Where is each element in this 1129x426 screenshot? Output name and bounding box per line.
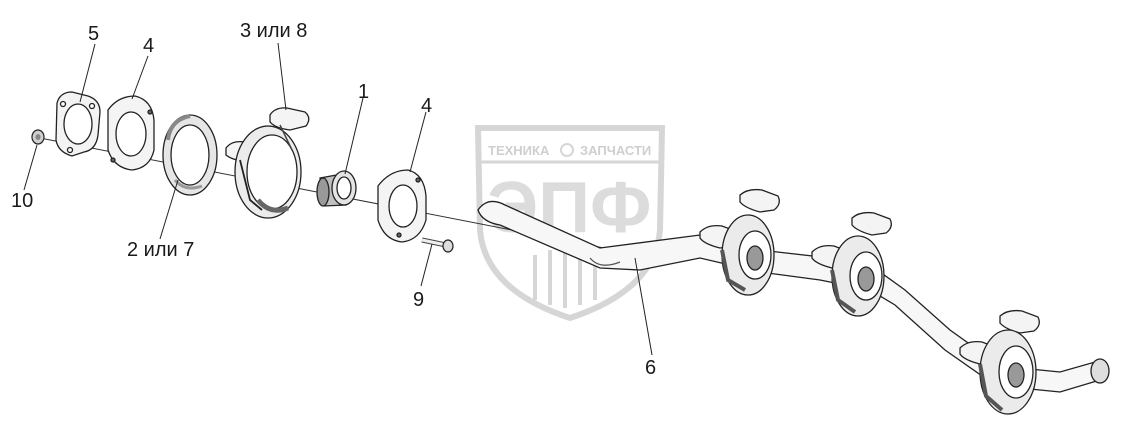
callout-5: 5: [88, 23, 100, 45]
callout-2-or-7: 2 или 7: [127, 239, 195, 261]
part-3-or-8-bracket: [225, 107, 310, 219]
leader-4b: [409, 111, 427, 173]
callout-3-or-8: 3 или 8: [240, 20, 308, 42]
leader-6: [634, 257, 653, 356]
leader-lines: [23, 42, 653, 356]
part-2-or-7-ring: [162, 114, 218, 196]
callout-6: 6: [645, 357, 657, 379]
leader-38: [277, 42, 287, 111]
part-10-nut: [31, 129, 45, 145]
callout-1: 1: [358, 81, 370, 103]
watermark-top-right-text: ЗАПЧАСТИ: [580, 143, 651, 158]
leader-10: [23, 144, 38, 191]
watermark-top-left-text: ТЕХНИКА: [488, 143, 550, 158]
part-4-disc-left: [107, 95, 155, 171]
callout-4-left: 4: [143, 35, 155, 57]
part-6-shaft-assembly: [477, 188, 1110, 415]
leader-27: [159, 179, 179, 240]
bearing-housing-1: [699, 188, 780, 296]
part-1-bushing: [316, 170, 357, 207]
part-5-gasket: [55, 91, 101, 157]
leader-9: [420, 243, 433, 287]
leader-1: [344, 97, 364, 175]
leader-4a: [131, 55, 149, 100]
watermark-center-mark: [560, 143, 574, 157]
bearing-housing-3: [959, 309, 1040, 415]
part-9-bolt: [421, 237, 454, 253]
callout-10: 10: [11, 190, 34, 212]
leader-5: [79, 43, 96, 103]
callout-4-right: 4: [421, 95, 433, 117]
callout-9: 9: [413, 289, 425, 311]
watermark-wheat-icon: [533, 248, 597, 308]
bearing-housing-2: [811, 211, 892, 317]
part-4-disc-right: [377, 169, 427, 243]
